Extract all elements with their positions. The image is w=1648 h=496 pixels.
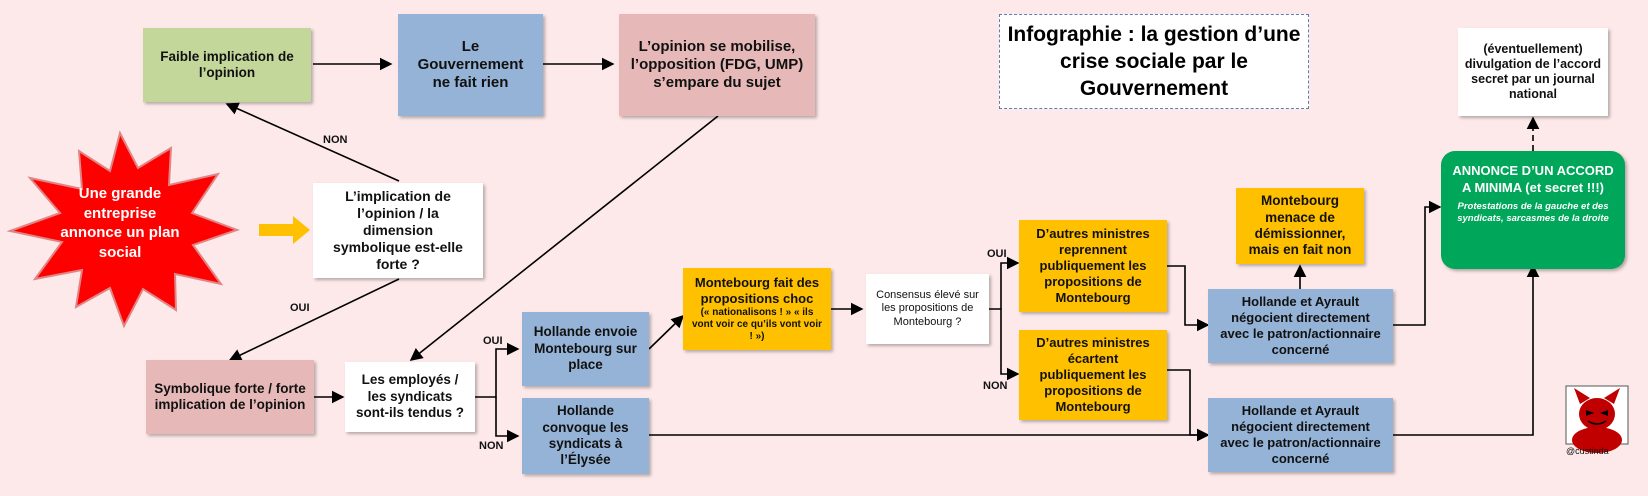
node-text: Symbolique forte / forte implication de …: [154, 380, 306, 412]
final-title: ANNONCE D’UN ACCORD A MINIMA (et secret …: [1452, 163, 1614, 195]
label-oui-implication: OUI: [290, 302, 310, 314]
label-non-employes: NON: [479, 440, 504, 452]
node-text: Les employés / les syndicats sont-ils te…: [356, 372, 464, 421]
devil-avatar-icon: [1565, 385, 1629, 453]
label-oui-employes: OUI: [483, 335, 503, 347]
node-text: D’autres ministres reprennent publiqueme…: [1036, 226, 1150, 305]
label-non-consensus: NON: [983, 380, 1008, 392]
node-montebourg-menace: Montebourg menace de démissionner, mais …: [1236, 188, 1364, 264]
node-ministres-reprennent: D’autres ministres reprennent publiqueme…: [1019, 220, 1167, 312]
orange-arrow-icon: [259, 216, 310, 244]
node-text: Hollande convoque les syndicats à l’Élys…: [542, 403, 629, 468]
start-event-text: Une grande entreprise annonce un plan so…: [60, 185, 180, 261]
infographic-title: Infographie : la gestion d’une crise soc…: [999, 14, 1309, 109]
node-negocient-2: Hollande et Ayrault négocient directemen…: [1208, 398, 1393, 472]
node-detail: (« nationalisons ! » « ils vont voir ce …: [691, 306, 823, 342]
node-faible-implication: Faible implication de l’opinion: [143, 28, 311, 102]
node-text: Consensus élevé sur les propositions de …: [876, 288, 979, 328]
node-text: (éventuellement) divulgation de l’accord…: [1464, 41, 1602, 102]
node-consensus-question: Consensus élevé sur les propositions de …: [866, 274, 989, 344]
node-employes-question: Les employés / les syndicats sont-ils te…: [345, 362, 475, 432]
title-text: Infographie : la gestion d’une crise soc…: [1007, 22, 1301, 101]
node-text: Hollande envoie Montebourg sur place: [533, 324, 638, 373]
node-symbolique-forte: Symbolique forte / forte implication de …: [146, 360, 314, 434]
node-divulgation: (éventuellement) divulgation de l’accord…: [1458, 28, 1608, 116]
node-text: Le Gouvernement ne fait rien: [417, 37, 524, 92]
node-implication-question: L’implication de l’opinion / la dimensio…: [313, 183, 483, 278]
node-opinion-mobilise: L’opinion se mobilise, l’opposition (FDG…: [619, 14, 815, 116]
node-text: L’opinion se mobilise, l’opposition (FDG…: [630, 37, 804, 92]
label-non-implication: NON: [323, 134, 348, 146]
final-subtitle: Protestations de la gauche et des syndic…: [1457, 200, 1609, 225]
node-text: Hollande et Ayrault négocient directemen…: [1220, 403, 1381, 466]
node-text: Faible implication de l’opinion: [160, 48, 294, 80]
node-hollande-convoque: Hollande convoque les syndicats à l’Élys…: [522, 398, 649, 474]
node-ministres-ecartent: D’autres ministres écartent publiquement…: [1019, 330, 1167, 420]
node-annonce-accord: ANNONCE D’UN ACCORD A MINIMA (et secret …: [1441, 151, 1625, 269]
label-oui-consensus: OUI: [987, 248, 1007, 260]
node-negocient-1: Hollande et Ayrault négocient directemen…: [1208, 289, 1393, 363]
start-star-burst: [6, 130, 240, 329]
node-montebourg-choc: Montebourg fait des propositions choc («…: [683, 268, 831, 350]
node-hollande-envoie: Hollande envoie Montebourg sur place: [522, 312, 649, 386]
node-title: Montebourg fait des propositions choc: [694, 274, 820, 306]
node-gouvernement-rien: Le Gouvernement ne fait rien: [398, 14, 543, 116]
node-text: L’implication de l’opinion / la dimensio…: [333, 187, 463, 273]
node-text: D’autres ministres écartent publiquement…: [1036, 335, 1150, 414]
author-credit: @custinda: [1566, 446, 1609, 456]
node-text: Hollande et Ayrault négocient directemen…: [1220, 294, 1381, 357]
node-text: Montebourg menace de démissionner, mais …: [1248, 193, 1352, 258]
